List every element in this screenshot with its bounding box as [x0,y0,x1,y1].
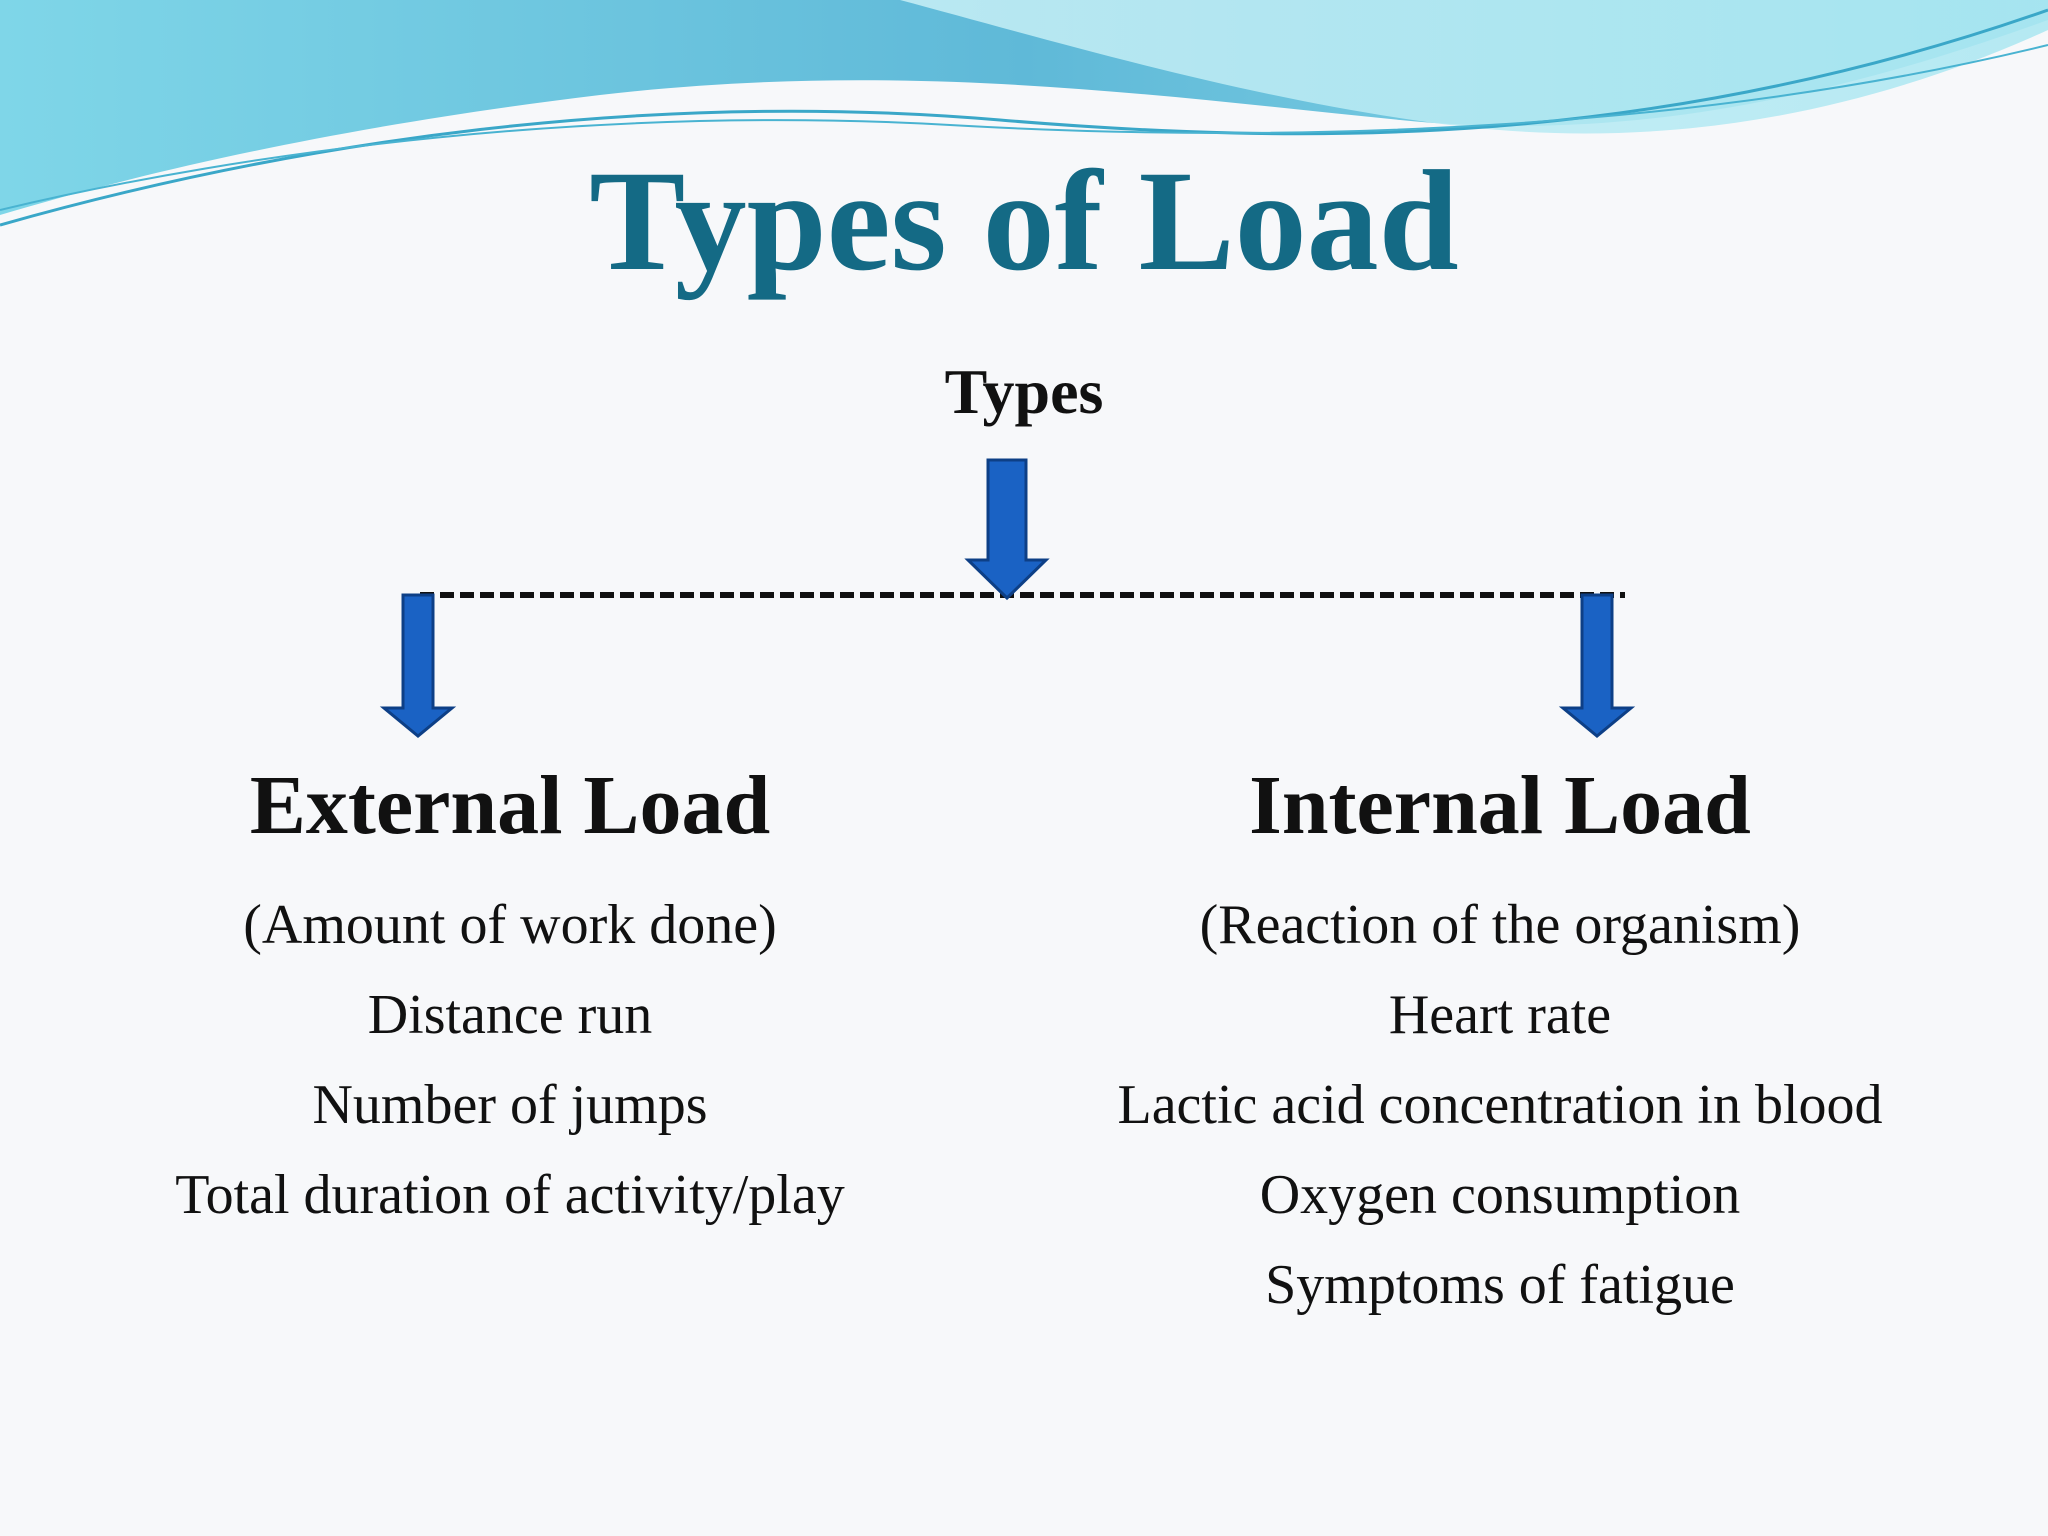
internal-load-item: Symptoms of fatigue [1265,1254,1735,1317]
internal-load-item: Lactic acid concentration in blood [1117,1074,1883,1137]
decorative-wave-header [0,0,2048,227]
branch-connector [379,458,1636,738]
external-load-item: Number of jumps [312,1074,708,1137]
internal-load-item: Oxygen consumption [1259,1164,1741,1227]
external-load-item: Total duration of activity/play [175,1164,845,1227]
arrow-down-left-icon [379,593,457,738]
external-load-column: External Load (Amount of work done) Dist… [110,759,910,1240]
arrow-down-right-icon [1558,593,1636,738]
external-load-heading: External Load [249,759,771,852]
internal-load-item: Heart rate [1388,984,1612,1047]
external-load-subtitle: (Amount of work done) [243,894,777,957]
arrow-down-icon [964,458,1050,601]
external-load-item: Distance run [367,984,653,1047]
internal-load-subtitle: (Reaction of the organism) [1199,894,1801,957]
internal-load-heading: Internal Load [1249,759,1751,852]
slide-title: Types of Load [589,142,1459,301]
root-node-label: Types [944,356,1104,427]
internal-load-column: Internal Load (Reaction of the organism)… [1040,759,1960,1330]
